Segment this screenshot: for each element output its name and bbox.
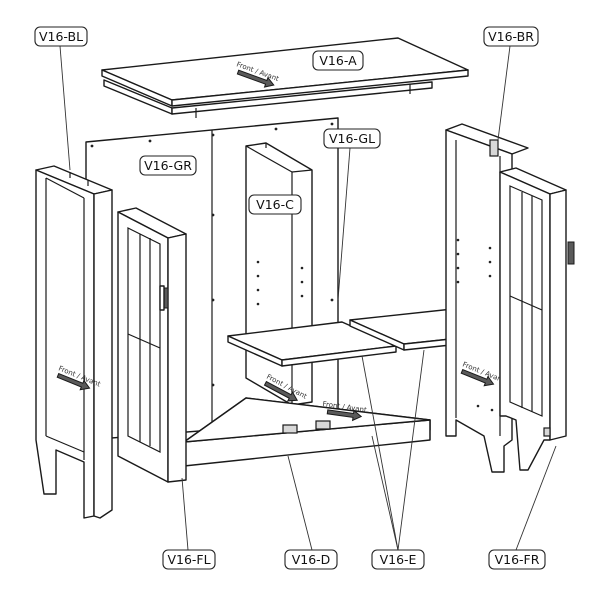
label-v16-br: V16-BR — [483, 26, 539, 47]
label-v16-fl: V16-FL — [162, 549, 216, 570]
bottom-bracket-right — [315, 420, 331, 430]
top-panel: Front / Avant — [101, 37, 469, 118]
right-door-handle — [567, 241, 575, 265]
right-frame-hinge — [543, 427, 551, 437]
leader-lines — [59, 45, 557, 551]
label-v16-bl: V16-BL — [34, 26, 88, 47]
label-v16-gr: V16-GR — [139, 155, 197, 176]
label-v16-fr: V16-FR — [488, 549, 546, 570]
right-front-frame — [499, 167, 575, 471]
label-v16-c-text: V16-C — [256, 197, 294, 212]
label-v16-e-text: V16-E — [380, 552, 417, 567]
shelf-left — [227, 321, 397, 367]
label-v16-d-text: V16-D — [292, 552, 331, 567]
left-side-panel: Front / Avant — [35, 165, 113, 519]
label-v16-fr-text: V16-FR — [495, 552, 540, 567]
right-side-cam-lock — [489, 139, 499, 157]
label-v16-e: V16-E — [371, 549, 425, 570]
label-v16-bl-text: V16-BL — [39, 29, 83, 44]
label-v16-fl-text: V16-FL — [167, 552, 210, 567]
label-v16-c: V16-C — [248, 194, 302, 215]
label-v16-a: V16-A — [312, 50, 364, 71]
label-v16-a-text: V16-A — [319, 53, 357, 68]
label-v16-br-text: V16-BR — [488, 29, 534, 44]
label-v16-gl-text: V16-GL — [329, 131, 375, 146]
left-front-frame — [117, 207, 187, 483]
right-side-panel: Front / Avant — [445, 123, 529, 473]
label-v16-gr-text: V16-GR — [144, 158, 192, 173]
label-v16-gl: V16-GL — [323, 128, 381, 149]
center-divider: Front / Avant — [245, 142, 313, 406]
label-v16-d: V16-D — [284, 549, 338, 570]
right-side-pin-holes — [456, 238, 494, 412]
divider-shelf-pin-holes — [256, 260, 304, 306]
bottom-bracket-left — [282, 424, 298, 434]
